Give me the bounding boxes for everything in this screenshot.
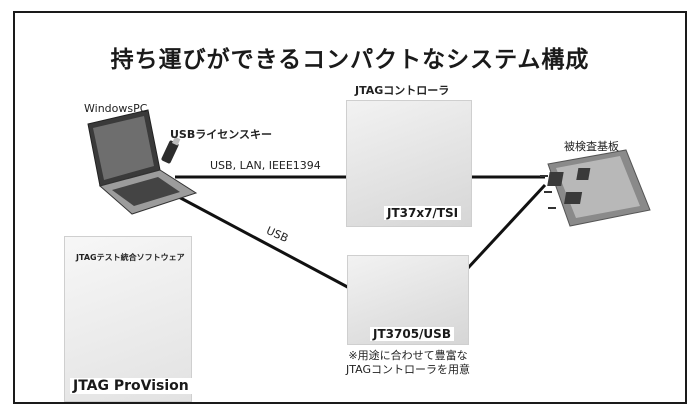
label-board: 被検査基板 xyxy=(564,140,619,153)
caption-jt3705: JT3705/USB xyxy=(370,327,454,341)
note-line-1: ※用途に合わせて豊富な xyxy=(348,349,468,362)
jt37x7-photo-frame xyxy=(346,100,472,227)
label-software-header: JTAGテスト統合ソフトウェア xyxy=(76,253,185,262)
label-jtag-provision: JTAG ProVision xyxy=(70,378,192,394)
usb-key-icon xyxy=(161,136,181,164)
note-controller-variety: ※用途に合わせて豊富な JTAGコントローラを用意 xyxy=(338,349,478,377)
caption-jt37x7: JT37x7/TSI xyxy=(384,206,462,220)
label-jtag-controller: JTAGコントローラ xyxy=(355,84,450,97)
laptop-icon xyxy=(87,109,198,215)
label-usb-license-key: USBライセンスキー xyxy=(170,128,273,141)
line-jt3705-to-board xyxy=(466,183,547,270)
note-line-2: JTAGコントローラを用意 xyxy=(346,363,470,376)
label-windows-pc: WindowsPC xyxy=(84,102,148,115)
diagram-title: 持ち運びができるコンパクトなシステム構成 xyxy=(110,47,590,73)
line-pc-to-jt3705 xyxy=(174,193,356,293)
label-link-usb-lan-ieee1394: USB, LAN, IEEE1394 xyxy=(210,159,321,172)
board-icon xyxy=(540,149,651,227)
software-package-frame xyxy=(64,236,192,402)
